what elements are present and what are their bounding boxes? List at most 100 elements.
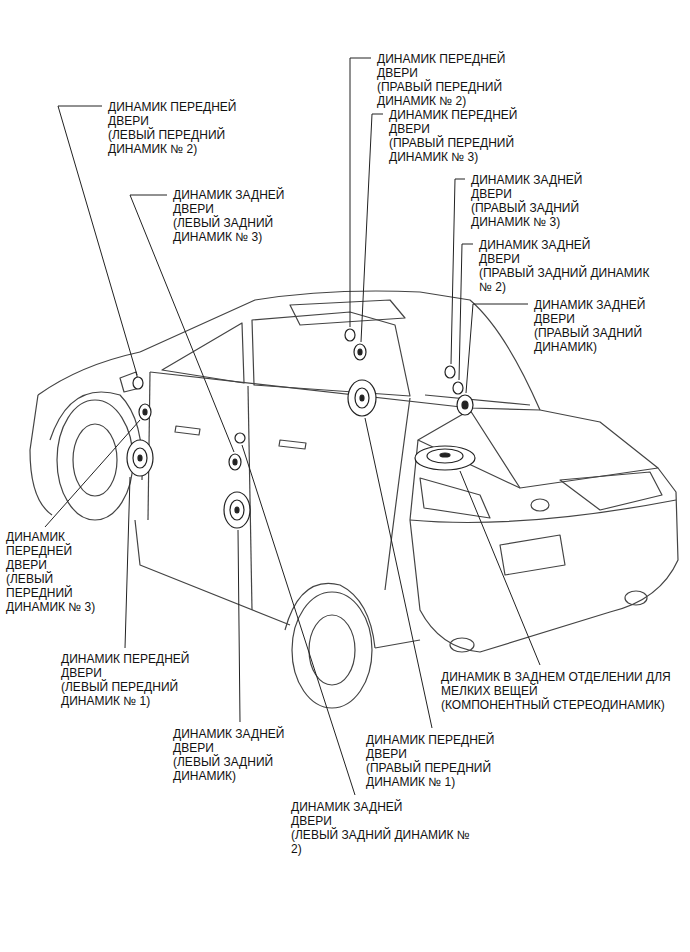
part-name: ДИНАМИК ПЕРЕДНЕЙ ДВЕРИ bbox=[5, 530, 87, 572]
speaker bbox=[127, 329, 475, 528]
leader-line bbox=[460, 471, 540, 665]
part-name: ДИНАМИК ПЕРЕДНЕЙ ДВЕРИ bbox=[60, 652, 202, 680]
car-body bbox=[450, 638, 474, 652]
car-body bbox=[470, 410, 658, 488]
car-body bbox=[410, 500, 676, 523]
speaker bbox=[440, 453, 450, 457]
part-name: ДИНАМИК ПЕРЕДНЕЙ ДВЕРИ bbox=[376, 52, 518, 80]
speaker bbox=[230, 500, 244, 520]
speaker bbox=[143, 409, 147, 415]
part-name: ДИНАМИК ЗАДНЕЙ ДВЕРИ bbox=[290, 800, 422, 828]
part-name: ДИНАМИК ЗАДНЕЙ ДВЕРИ bbox=[533, 298, 675, 326]
part-name: ДИНАМИК ЗАДНЕЙ ДВЕРИ bbox=[172, 188, 314, 216]
speaker bbox=[355, 388, 369, 408]
car-body bbox=[290, 300, 405, 325]
speaker bbox=[445, 366, 455, 378]
leader-line bbox=[451, 179, 465, 364]
callout-label: ДИНАМИК ЗАДНЕЙ ДВЕРИ(ПРАВЫЙ ЗАДНИЙ ДИНАМ… bbox=[478, 238, 660, 294]
part-name: (ПРАВЫЙ ПЕРЕДНИЙ ДИНАМИК № 2) bbox=[376, 80, 518, 108]
speaker bbox=[348, 380, 376, 416]
car-body bbox=[425, 395, 530, 405]
callout-label: ДИНАМИК ЗАДНЕЙ ДВЕРИ(ПРАВЫЙ ЗАДНИЙ ДИНАМ… bbox=[533, 298, 675, 354]
callout-label: ДИНАМИК ПЕРЕДНЕЙ ДВЕРИ(ПРАВЫЙ ПЕРЕДНИЙ Д… bbox=[388, 108, 530, 164]
car-body bbox=[140, 291, 540, 410]
car-body bbox=[252, 312, 410, 396]
speaker bbox=[360, 395, 364, 401]
speaker bbox=[233, 459, 237, 465]
car-body bbox=[625, 591, 647, 605]
part-name: (ПРАВЫЙ ПЕРЕДНИЙ ДИНАМИК № 1) bbox=[365, 761, 507, 789]
callout-label: ДИНАМИК В ЗАДНЕМ ОТДЕЛЕНИИ ДЛЯ МЕЛКИХ ВЕ… bbox=[440, 670, 682, 712]
part-name: (ЛЕВЫЙ ЗАДНИЙ ДИНАМИК № 3) bbox=[172, 216, 314, 244]
speaker bbox=[127, 440, 153, 476]
part-name: (ЛЕВЫЙ ПЕРЕДНИЙ ДИНАМИК № 1) bbox=[60, 680, 202, 708]
part-name: ДИНАМИК ЗАДНЕЙ ДВЕРИ bbox=[470, 173, 612, 201]
speaker bbox=[457, 395, 473, 415]
part-name: (ПРАВЫЙ ЗАДНИЙ ДИНАМИК) bbox=[533, 326, 675, 354]
car-body bbox=[279, 440, 306, 449]
car-body bbox=[248, 386, 252, 610]
speaker bbox=[235, 507, 239, 513]
car-body bbox=[410, 440, 678, 652]
part-name: (ПРАВЫЙ ЗАДНИЙ ДИНАМИК № 2) bbox=[478, 266, 660, 294]
part-name: ДИНАМИК ПЕРЕДНЕЙ ДВЕРИ bbox=[365, 733, 507, 761]
car-body bbox=[285, 583, 375, 648]
leader-line bbox=[361, 114, 383, 342]
part-name: (ПРАВЫЙ ПЕРЕДНИЙ ДИНАМИК № 3) bbox=[388, 136, 530, 164]
part-name: (ЛЕВЫЙ ЗАДНИЙ ДИНАМИК) bbox=[172, 755, 314, 783]
speaker bbox=[229, 454, 241, 470]
leader-line bbox=[365, 418, 432, 728]
part-name: (ЛЕВЫЙ ЗАДНИЙ ДИНАМИК № 2) bbox=[290, 828, 477, 856]
leader-line bbox=[125, 477, 130, 648]
speaker bbox=[139, 404, 151, 420]
car-body bbox=[292, 592, 372, 708]
speaker bbox=[354, 344, 366, 360]
part-name: ДИНАМИК ЗАДНЕЙ ДВЕРИ bbox=[172, 727, 314, 755]
car-body bbox=[560, 472, 662, 510]
speaker bbox=[133, 448, 147, 468]
speaker bbox=[415, 446, 475, 470]
speaker bbox=[345, 329, 355, 341]
speaker bbox=[133, 377, 143, 389]
callout-label: ДИНАМИК ПЕРЕДНЕЙ ДВЕРИ(ЛЕВЫЙ ПЕРЕДНИЙ ДИ… bbox=[107, 100, 249, 156]
speaker bbox=[235, 433, 245, 443]
callout-label: ДИНАМИК ПЕРЕДНЕЙ ДВЕРИ(ЛЕВЫЙ ПЕРЕДНИЙ ДИ… bbox=[60, 652, 202, 708]
car-body bbox=[73, 424, 117, 496]
leader-line bbox=[238, 530, 240, 722]
part-name: ДИНАМИК ПЕРЕДНЕЙ ДВЕРИ bbox=[388, 108, 530, 136]
callout-label: ДИНАМИК ПЕРЕДНЕЙ ДВЕРИ(ПРАВЫЙ ПЕРЕДНИЙ Д… bbox=[365, 733, 507, 789]
speaker bbox=[224, 492, 250, 528]
car-body bbox=[30, 291, 678, 708]
callout-label: ДИНАМИК ЗАДНЕЙ ДВЕРИ(ПРАВЫЙ ЗАДНИЙ ДИНАМ… bbox=[470, 173, 622, 229]
car-body bbox=[57, 400, 133, 520]
callout-label: ДИНАМИК ПЕРЕДНЕЙ ДВЕРИ(ПРАВЫЙ ПЕРЕДНИЙ Д… bbox=[376, 52, 518, 108]
part-name: ДИНАМИК ПЕРЕДНЕЙ ДВЕРИ bbox=[107, 100, 249, 128]
car-body bbox=[175, 426, 200, 435]
car-body bbox=[135, 520, 290, 625]
car-body bbox=[531, 499, 549, 511]
speaker bbox=[462, 401, 468, 409]
car-body bbox=[420, 478, 490, 518]
leader-line bbox=[45, 420, 140, 527]
part-name: (ПРАВЫЙ ЗАДНИЙ ДИНАМИК № 3) bbox=[470, 201, 622, 229]
part-name: (КОМПОНЕНТНЫЙ СТЕРЕОДИНАМИК) bbox=[440, 698, 666, 712]
part-name: (ЛЕВЫЙ ПЕРЕДНИЙ ДИНАМИК № 2) bbox=[107, 128, 249, 156]
callout-label: ДИНАМИК ЗАДНЕЙ ДВЕРИ(ЛЕВЫЙ ЗАДНИЙ ДИНАМИ… bbox=[290, 800, 477, 856]
speaker bbox=[138, 455, 142, 461]
speaker bbox=[358, 349, 362, 355]
part-name: ДИНАМИК В ЗАДНЕМ ОТДЕЛЕНИИ ДЛЯ МЕЛКИХ ВЕ… bbox=[440, 670, 682, 698]
car-body bbox=[500, 535, 565, 575]
speaker bbox=[453, 382, 463, 394]
callout-label: ДИНАМИК ЗАДНЕЙ ДВЕРИ(ЛЕВЫЙ ЗАДНИЙ ДИНАМИ… bbox=[172, 188, 314, 244]
callout-label: ДИНАМИК ЗАДНЕЙ ДВЕРИ(ЛЕВЫЙ ЗАДНИЙ ДИНАМИ… bbox=[172, 727, 314, 783]
car-body bbox=[162, 323, 244, 383]
car-body bbox=[385, 398, 410, 590]
leader-line bbox=[466, 304, 528, 393]
part-name: (ЛЕВЫЙ ПЕРЕДНИЙ ДИНАМИК № 3) bbox=[5, 572, 105, 614]
part-name: ДИНАМИК ЗАДНЕЙ ДВЕРИ bbox=[478, 238, 620, 266]
speaker bbox=[427, 449, 463, 463]
callout-label: ДИНАМИК ПЕРЕДНЕЙ ДВЕРИ(ЛЕВЫЙ ПЕРЕДНИЙ ДИ… bbox=[5, 530, 105, 614]
car-body bbox=[38, 352, 140, 395]
car-body bbox=[30, 395, 52, 515]
